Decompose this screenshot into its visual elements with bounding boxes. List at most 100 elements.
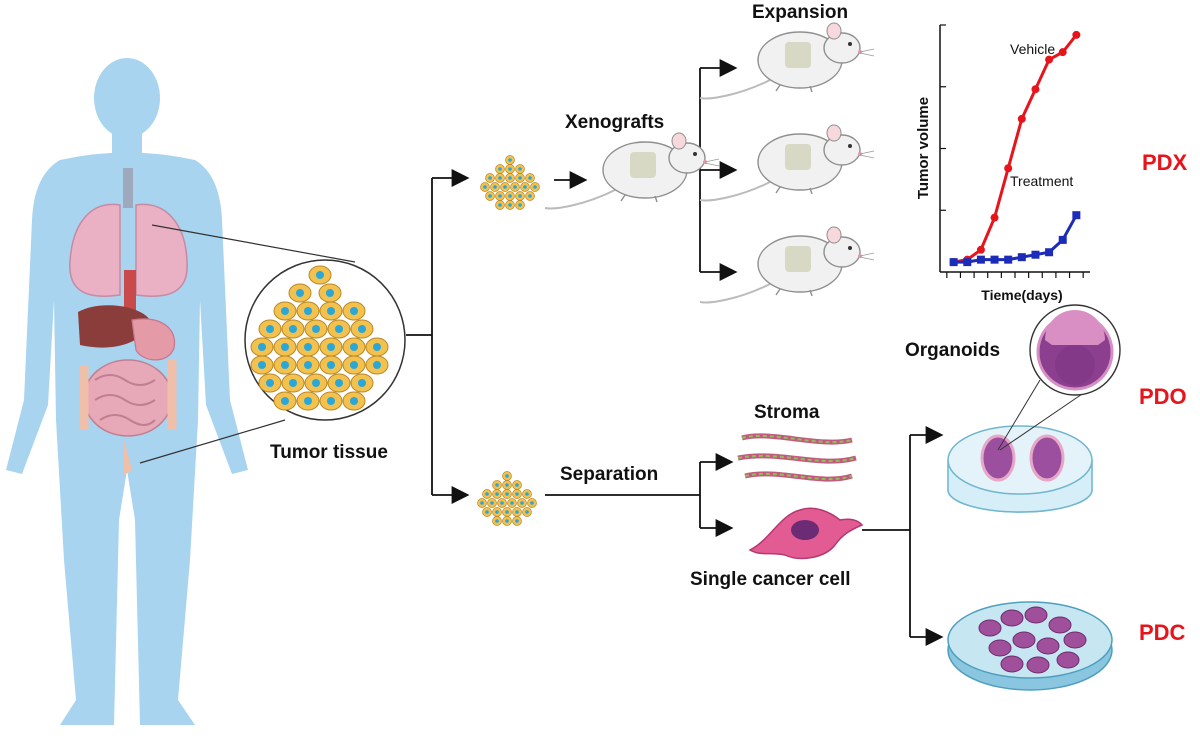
cultured-cell xyxy=(1056,651,1080,669)
expansion-mouse-1 xyxy=(699,22,875,100)
xenograft-mouse xyxy=(544,132,720,210)
tumor-cell-small xyxy=(500,182,510,192)
tumor-cell-small xyxy=(515,200,525,210)
tumor-cell xyxy=(304,373,328,393)
tumor-cell-small xyxy=(512,516,522,526)
series-label-treatment: Treatment xyxy=(1010,173,1073,189)
data-point xyxy=(990,213,999,222)
tumor-cell xyxy=(273,391,297,411)
data-point xyxy=(1004,255,1013,264)
stroma-label: Stroma xyxy=(754,402,820,423)
data-point xyxy=(976,245,985,254)
single-cancer-cell-illustration xyxy=(748,507,864,560)
tumor-cell xyxy=(327,373,351,393)
tumor-tissue-magnified-circle xyxy=(244,259,406,421)
data-point xyxy=(1058,48,1067,57)
tumor-cell-small xyxy=(522,507,532,517)
expansion-mouse-2 xyxy=(699,124,875,202)
human-body-figure xyxy=(6,58,248,725)
tumor-cell-small xyxy=(497,498,507,508)
tumor-cell-small xyxy=(492,480,502,490)
data-point xyxy=(1004,164,1013,173)
tumor-cell-small xyxy=(495,173,505,183)
tumor-cell-small xyxy=(502,489,512,499)
tumor-cell-small xyxy=(495,191,505,201)
tumor-cell xyxy=(258,373,282,393)
tumor-cell xyxy=(273,301,297,321)
tumor-tissue-label: Tumor tissue xyxy=(270,442,388,463)
tumor-cell-small xyxy=(520,182,530,192)
tumor-cell-small xyxy=(515,173,525,183)
tumor-cell xyxy=(308,265,332,285)
tumor-cell xyxy=(258,319,282,339)
expansion-label: Expansion xyxy=(752,2,848,23)
data-point xyxy=(976,255,985,264)
tumor-cell xyxy=(365,355,389,375)
tumor-cell-small xyxy=(502,507,512,517)
tumor-cell-small xyxy=(482,507,492,517)
tumor-cell xyxy=(350,319,374,339)
tumor-cell-small xyxy=(505,164,515,174)
tumor-cell-small xyxy=(492,516,502,526)
pdx-label: PDX xyxy=(1142,150,1188,175)
series-label-vehicle: Vehicle xyxy=(1010,41,1055,57)
pdo-label: PDO xyxy=(1139,384,1187,409)
tumor-cell xyxy=(281,319,305,339)
tumor-cell xyxy=(342,355,366,375)
tumor-cell-small xyxy=(482,489,492,499)
cultured-cell xyxy=(1000,655,1024,673)
cultured-cell xyxy=(1048,616,1072,634)
data-point xyxy=(949,258,958,267)
pdc-culture-dish xyxy=(947,601,1113,691)
tumor-cell-small xyxy=(490,182,500,192)
xenografts-label: Xenografts xyxy=(565,112,664,133)
tumor-cell-small xyxy=(487,498,497,508)
tumor-cell-small xyxy=(510,182,520,192)
tumor-cell xyxy=(296,337,320,357)
cultured-cell xyxy=(1024,606,1048,624)
tumor-cell xyxy=(281,373,305,393)
chart-x-axis-label: Tieme(days) xyxy=(981,287,1062,303)
tumor-cell-small xyxy=(515,164,525,174)
tumor-cell-small xyxy=(512,489,522,499)
zoom-line-top xyxy=(151,224,356,263)
data-point xyxy=(1058,235,1067,244)
tumor-cell-small xyxy=(530,182,540,192)
tumor-cell-small xyxy=(502,471,512,481)
tumor-cell-small xyxy=(505,155,515,165)
tumor-cell xyxy=(319,301,343,321)
tumor-cell-cluster-bottom xyxy=(477,471,537,526)
tumor-cell-small xyxy=(495,164,505,174)
single-cancer-cell-label: Single cancer cell xyxy=(690,569,851,590)
tumor-cell xyxy=(342,301,366,321)
tumor-cell-small xyxy=(505,191,515,201)
tumor-cell-small xyxy=(485,173,495,183)
tumor-cell-small xyxy=(527,498,537,508)
data-point xyxy=(1072,30,1081,39)
tumor-cell-small xyxy=(480,182,490,192)
data-point xyxy=(1031,250,1040,259)
tumor-volume-chart: Tumor volume Tieme(days) Vehicle Treatme… xyxy=(915,24,1090,303)
tumor-cell xyxy=(319,355,343,375)
organoids-label: Organoids xyxy=(905,340,1000,361)
tumor-cell xyxy=(304,319,328,339)
tumor-cell-small xyxy=(512,507,522,517)
tumor-cell xyxy=(296,391,320,411)
tumor-cell-small xyxy=(522,489,532,499)
tumor-cell xyxy=(296,301,320,321)
cultured-cell xyxy=(1012,631,1036,649)
cultured-cell xyxy=(1063,631,1087,649)
tumor-cell-small xyxy=(495,200,505,210)
tumor-cell-small xyxy=(492,507,502,517)
tumor-cell-small xyxy=(485,191,495,201)
tumor-cell xyxy=(319,337,343,357)
tumor-cell xyxy=(342,337,366,357)
data-point xyxy=(1031,85,1040,94)
data-point xyxy=(990,255,999,264)
tumor-cell xyxy=(288,283,312,303)
tumor-cell-small xyxy=(525,191,535,201)
separation-label: Separation xyxy=(560,464,658,485)
tumor-cell-small xyxy=(507,498,517,508)
tumor-cell-small xyxy=(517,498,527,508)
